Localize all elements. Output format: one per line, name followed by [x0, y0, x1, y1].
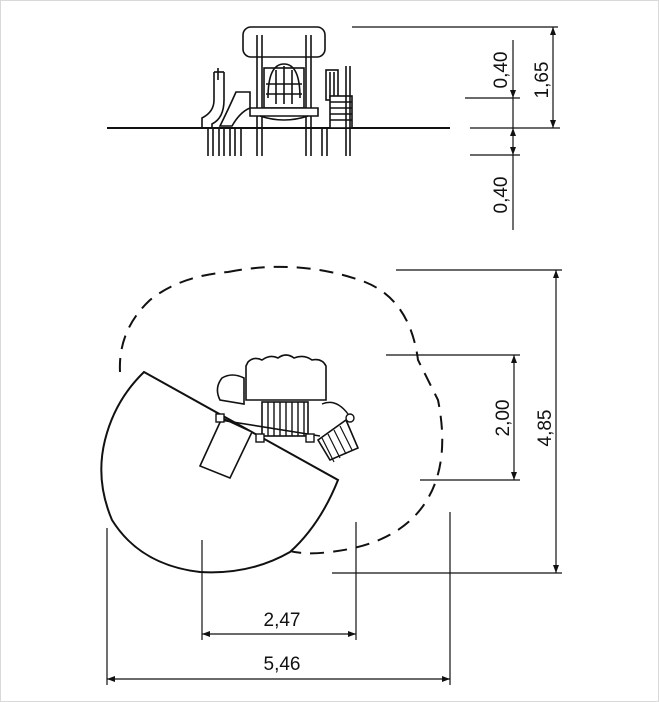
slide-rail: [211, 72, 225, 128]
dim-upper-segment: 0,40: [491, 52, 512, 89]
plan-arc: [321, 401, 349, 415]
plan-step-lines: [321, 425, 353, 463]
dim-safety-zone-depth: 4,85: [535, 410, 556, 447]
dim-equipment-depth: 2,00: [493, 400, 514, 437]
dim-safety-zone-width: 5,46: [264, 654, 301, 675]
center-arch: [267, 63, 301, 99]
plan-roof: [245, 354, 327, 401]
plan-slide: [198, 416, 254, 480]
plan-slide-top: [216, 374, 245, 405]
dim-overall-height: 1,65: [532, 62, 553, 99]
plan-view: [100, 265, 444, 574]
safety-zone-outline: [118, 265, 444, 555]
elevation-dimensions: [352, 26, 560, 230]
step-ladder: [329, 95, 353, 129]
footings: [207, 128, 351, 156]
plan-frame-line: [219, 419, 321, 437]
deck-skirt: [259, 115, 309, 121]
deck: [249, 107, 319, 117]
elevation-view: [107, 26, 450, 156]
dim-footing-depth: 0,40: [491, 177, 512, 214]
slide-chute: [218, 91, 251, 127]
dim-equipment-width: 2,47: [264, 610, 301, 631]
plan-dimensions: [106, 269, 562, 685]
plan-posts: [215, 413, 355, 443]
slide: [201, 72, 215, 128]
roof-panel: [242, 26, 326, 58]
plan-deck-bars: [267, 402, 305, 436]
